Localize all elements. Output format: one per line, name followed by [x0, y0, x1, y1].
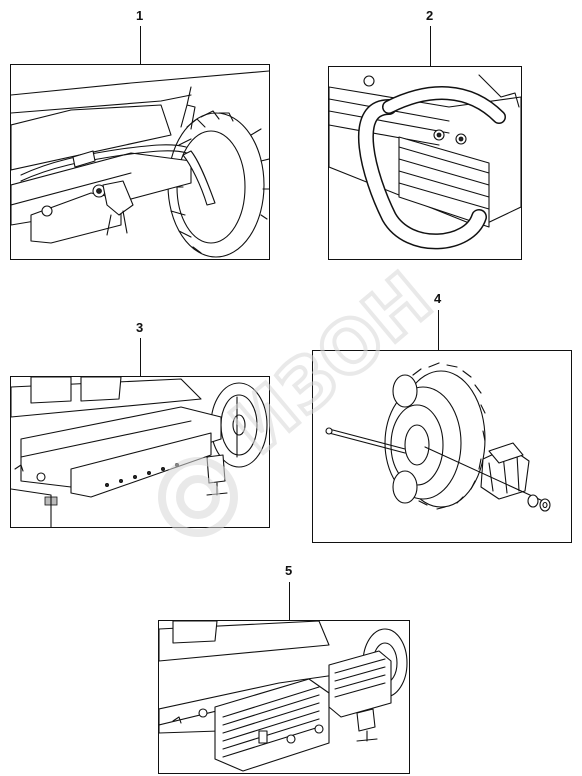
counterweight-icon: [214, 650, 392, 772]
figure-1-panel: [10, 64, 270, 260]
figure-4-leader: [438, 310, 439, 350]
figure-2-number: 2: [426, 8, 434, 23]
frame-block-icon: [398, 129, 490, 228]
figure-1-leader: [140, 26, 141, 64]
figure-2-illustration: [329, 74, 521, 250]
figure-1-illustration: [11, 70, 269, 258]
figure-1-number: 1: [136, 8, 144, 23]
figure-2-panel: [328, 66, 522, 260]
hub-icon: [480, 442, 530, 500]
figure-4-illustration: [325, 362, 551, 512]
figure-4-panel: [312, 350, 572, 543]
figure-3-illustration: [11, 377, 268, 527]
figure-2-leader: [430, 26, 431, 66]
figure-3-panel: [10, 376, 270, 528]
nut-icon: [527, 494, 551, 512]
axle-bolt-icon: [325, 427, 406, 454]
figure-5-leader: [289, 582, 290, 620]
figure-3-leader: [140, 338, 141, 376]
figure-5-illustration: [159, 621, 408, 772]
figure-5-number: 5: [285, 563, 293, 578]
rim-icon: [384, 374, 462, 504]
figure-3-number: 3: [136, 320, 144, 335]
figure-5-panel: [158, 620, 410, 774]
coiled-cable-icon: [358, 86, 506, 250]
figure-4-number: 4: [434, 291, 442, 306]
